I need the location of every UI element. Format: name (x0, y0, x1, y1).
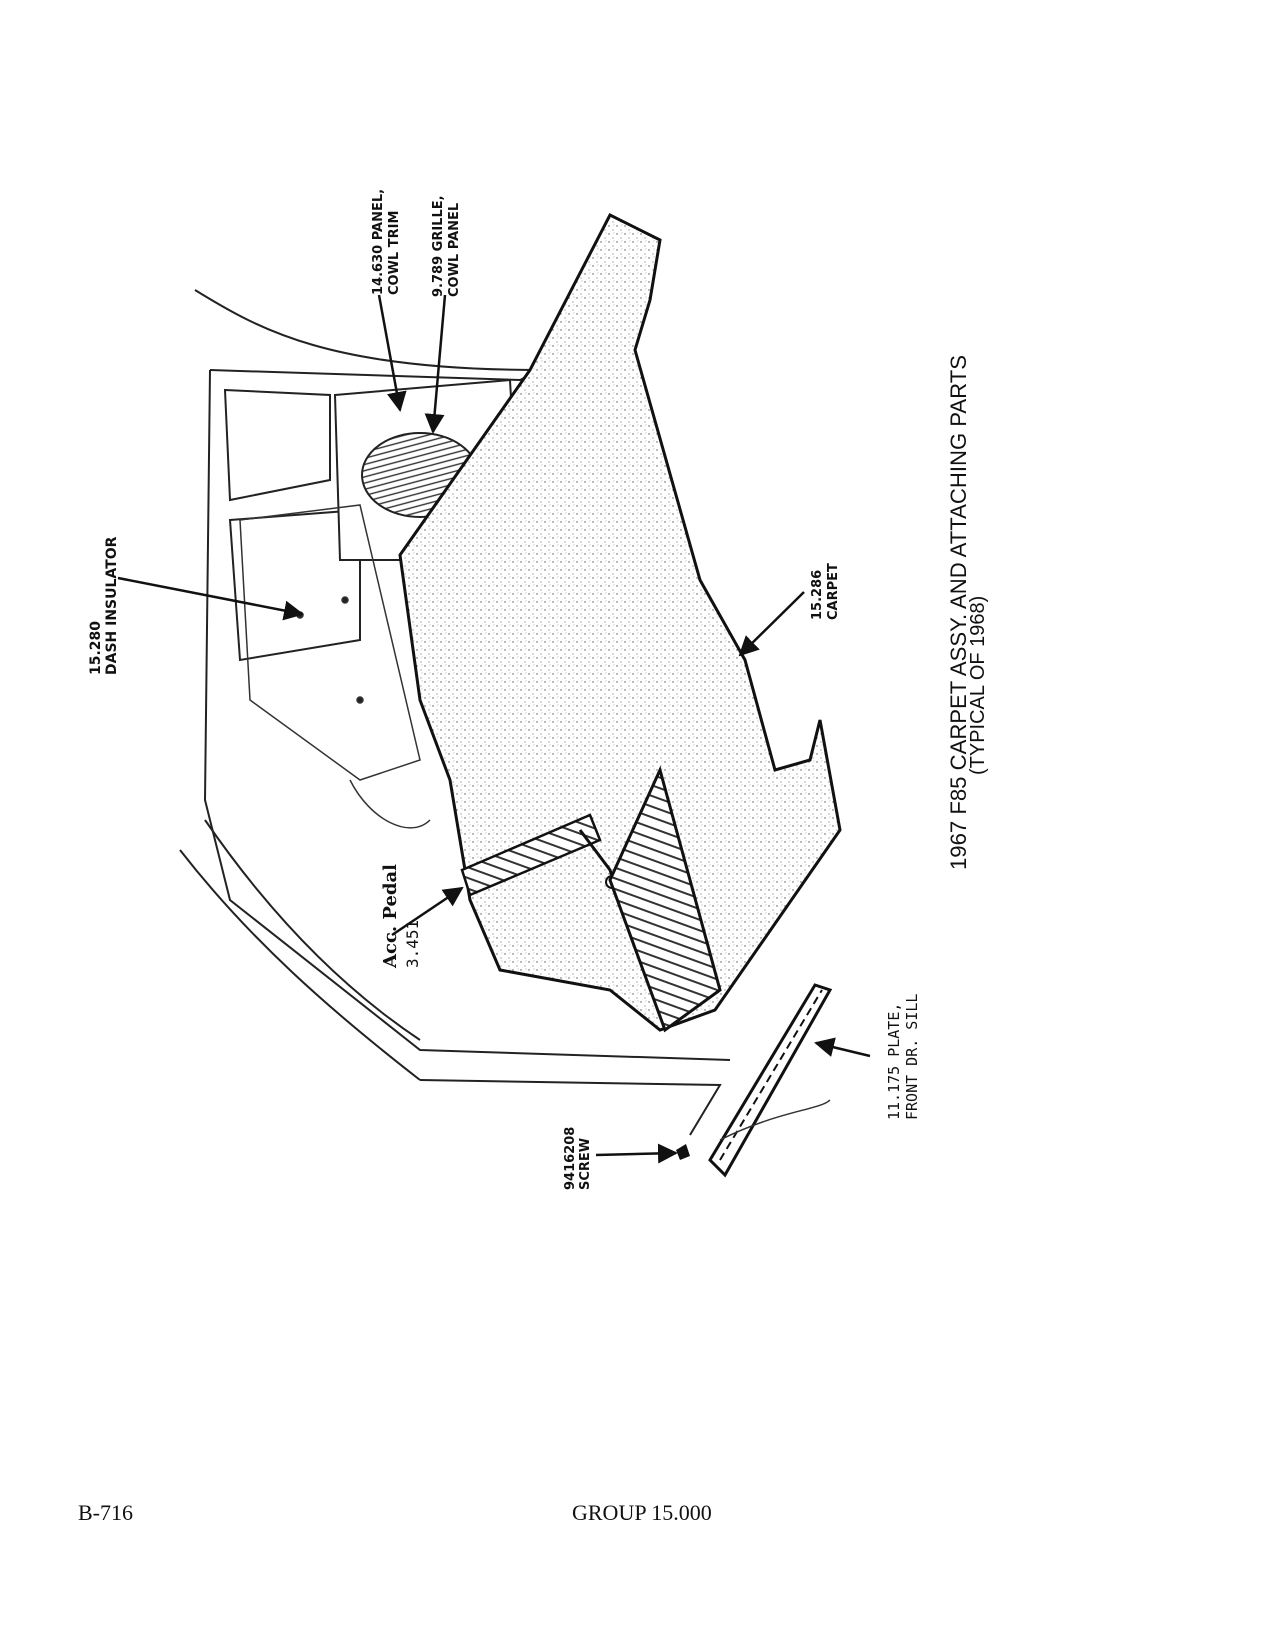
label-panel-cowl-trim: 14.630 PANEL, COWL TRIM (371, 189, 402, 295)
label-carpet: 15.286 CARPET (810, 563, 841, 620)
dash-insulator-name: DASH INSULATOR (104, 536, 120, 675)
floor-mat (608, 765, 722, 1033)
arrow-screw (595, 1143, 678, 1164)
grille-cowl-panel-line1: 9.789 GRILLE, (431, 195, 446, 297)
carpet-name: CARPET (826, 563, 841, 620)
carpet (398, 212, 842, 1032)
dash-insulator-number: 15.280 (88, 621, 104, 675)
panel-cowl-trim-line1: 14.630 PANEL, (371, 189, 386, 295)
label-dash-insulator: 15.280 DASH INSULATOR (88, 536, 120, 675)
leader-lines (117, 294, 871, 1164)
front-door-sill-plate (708, 983, 833, 1178)
label-sill-plate: 11.175 PLATE, FRONT DR. SILL (885, 994, 921, 1120)
acc-pedal-line2: 3.451 (403, 920, 422, 968)
title-line2: (TYPICAL OF 1968) (967, 596, 989, 775)
page-id: B-716 (78, 1500, 133, 1525)
arrow-acc-pedal (391, 886, 464, 937)
label-screw: 9416208 SCREW (563, 1127, 593, 1190)
title-line1: 1967 F85 CARPET ASSY. AND ATTACHING PART… (946, 355, 971, 870)
screw (676, 1144, 690, 1160)
group-label: GROUP 15.000 (572, 1500, 712, 1525)
screw-name: SCREW (578, 1138, 593, 1190)
acc-pedal-line1: Acc. Pedal (380, 864, 401, 969)
carpet-number: 15.286 (810, 570, 825, 620)
arrow-carpet (738, 591, 805, 657)
label-grille-cowl-panel: 9.789 GRILLE, COWL PANEL (431, 195, 462, 297)
diagram-title: 1967 F85 CARPET ASSY. AND ATTACHING PART… (946, 355, 989, 870)
arrow-grille-cowl-panel (424, 294, 447, 434)
car-body-outline (179, 289, 731, 1136)
sill-plate-line2: FRONT DR. SILL (903, 994, 921, 1120)
panel-cowl-trim-line2: COWL TRIM (387, 211, 402, 295)
label-acc-pedal: Acc. Pedal 3.451 (380, 864, 422, 969)
screw-number: 9416208 (563, 1127, 578, 1190)
arrow-sill-plate (814, 1037, 871, 1058)
sill-plate-line1: 11.175 PLATE, (885, 1003, 903, 1120)
grille-cowl-panel-line2: COWL PANEL (447, 203, 462, 297)
arrow-dash-insulator (117, 576, 304, 621)
arrow-panel-cowl-trim (377, 294, 407, 412)
